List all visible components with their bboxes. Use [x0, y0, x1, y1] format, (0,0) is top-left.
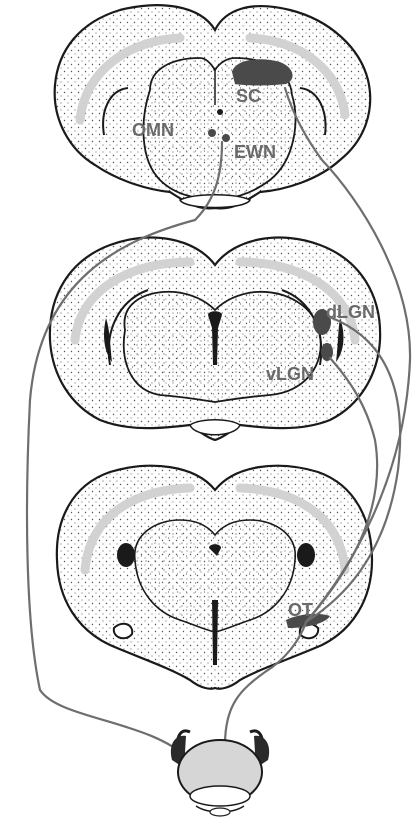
- label-dlgn: dLGN: [326, 302, 375, 322]
- label-sc: SC: [236, 86, 261, 106]
- midbrain-section: [55, 5, 371, 208]
- label-omn: OMN: [132, 120, 174, 140]
- label-vlgn: vLGN: [266, 364, 314, 384]
- ewn-nucleus: [222, 134, 230, 142]
- omn-nucleus: [208, 129, 216, 137]
- eye: [171, 731, 269, 816]
- optic-tract-section: [57, 466, 372, 689]
- label-ot: OT: [288, 600, 313, 620]
- label-ewn: EWN: [234, 142, 276, 162]
- thalamus-section: [50, 238, 380, 440]
- thalamus-core: [124, 292, 321, 402]
